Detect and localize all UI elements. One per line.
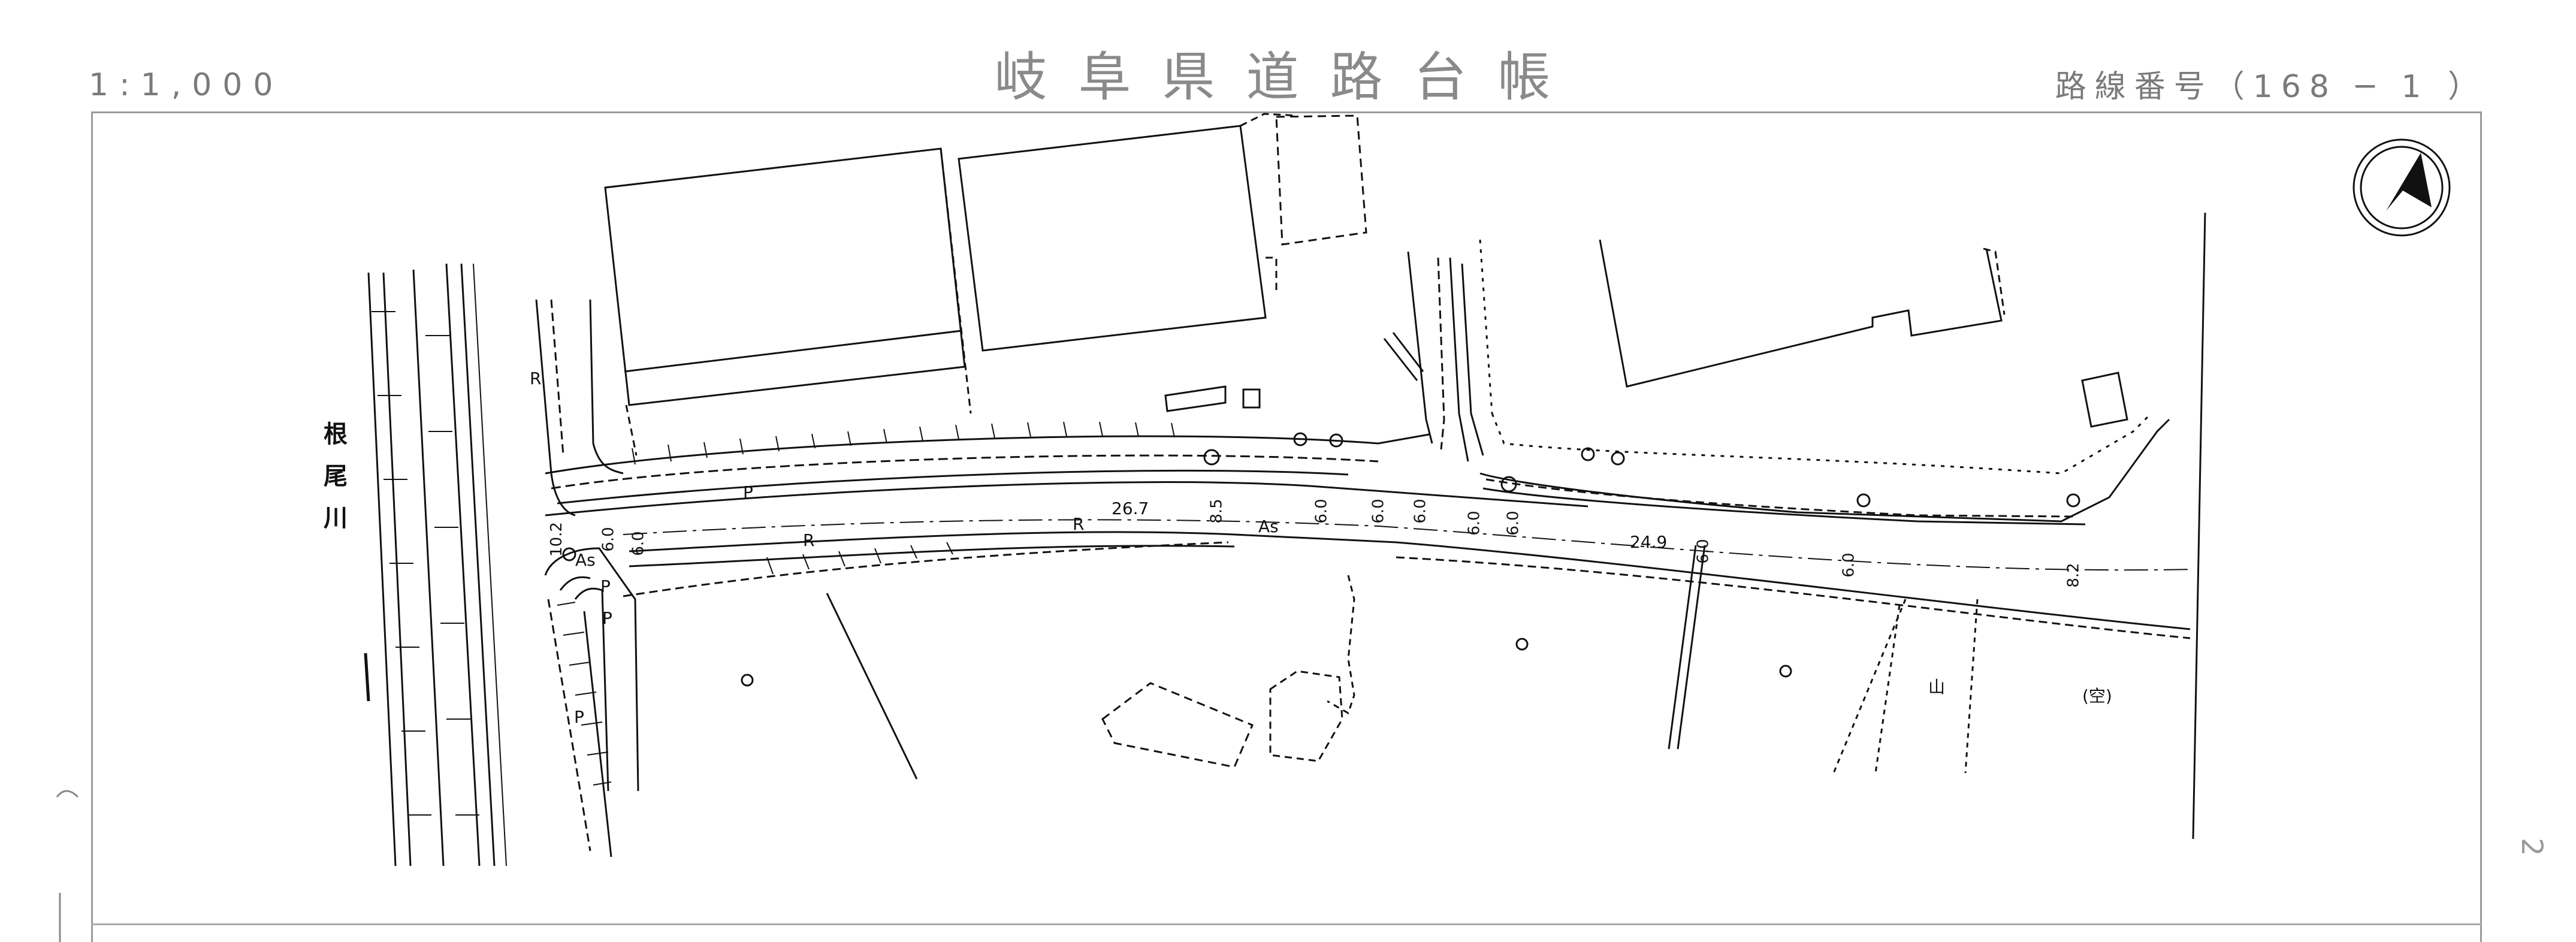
left-binding-mark (56, 790, 79, 798)
width-label: 6.0 (1840, 552, 1858, 578)
page-title: 岐阜県道路台帳 (994, 46, 1582, 108)
road-edge-south (629, 531, 2191, 630)
width-label: 6.0 (599, 527, 618, 552)
width-label: 8.2 (2064, 563, 2083, 588)
route-number: 路線番号（168 ─ 1 ） (2055, 69, 2487, 105)
surface-label: As (1258, 517, 1279, 536)
parking-label: P (743, 482, 753, 502)
frame-bottom-line (91, 923, 2482, 925)
width-label: 8.5 (1207, 499, 1226, 524)
building-3 (1599, 239, 2003, 388)
retaining-label: R (1073, 514, 1085, 534)
segment-length: 24.9 (1630, 532, 1668, 552)
map-frame (91, 111, 2482, 942)
parking-label: P (602, 608, 612, 628)
offset-label: 10.2 (547, 522, 566, 557)
retaining-label: R (530, 369, 542, 388)
north-arrow-icon (2352, 138, 2451, 237)
parking-label: P (574, 707, 584, 727)
river-flow-arrow (364, 653, 370, 702)
map-scale: 1:1,000 (89, 67, 284, 103)
retaining-label: R (803, 530, 815, 550)
river-label-char: 川 (324, 505, 348, 532)
width-label: 6.0 (1411, 499, 1430, 524)
tree-symbol (741, 674, 754, 687)
river-label-char: 根 (324, 421, 348, 448)
building-2 (958, 125, 1267, 352)
river-bank-left (367, 272, 397, 866)
width-label: 6.0 (629, 531, 648, 556)
parking-label: P (600, 576, 611, 596)
segment-length: 26.7 (1112, 499, 1149, 518)
width-label: 6.0 (1369, 499, 1388, 524)
road-edge-west (535, 299, 576, 517)
width-label: 6.0 (1312, 499, 1331, 524)
road-centerline (623, 519, 2194, 571)
river-label-char: 尾 (324, 463, 348, 490)
mountain-symbol: 山 (1928, 677, 1946, 697)
width-label: 6.0 (1465, 511, 1484, 536)
page-marker: 2 (2515, 838, 2548, 856)
road-edge-upper-north (545, 433, 1430, 475)
width-label: 6.0 (1504, 511, 1523, 536)
shed (2081, 372, 2128, 428)
river-label: 根 尾 川 (324, 413, 348, 539)
vacant-label: (空) (2082, 686, 2112, 706)
width-label: 6.0 (1694, 539, 1713, 564)
surface-label: As (575, 550, 596, 570)
